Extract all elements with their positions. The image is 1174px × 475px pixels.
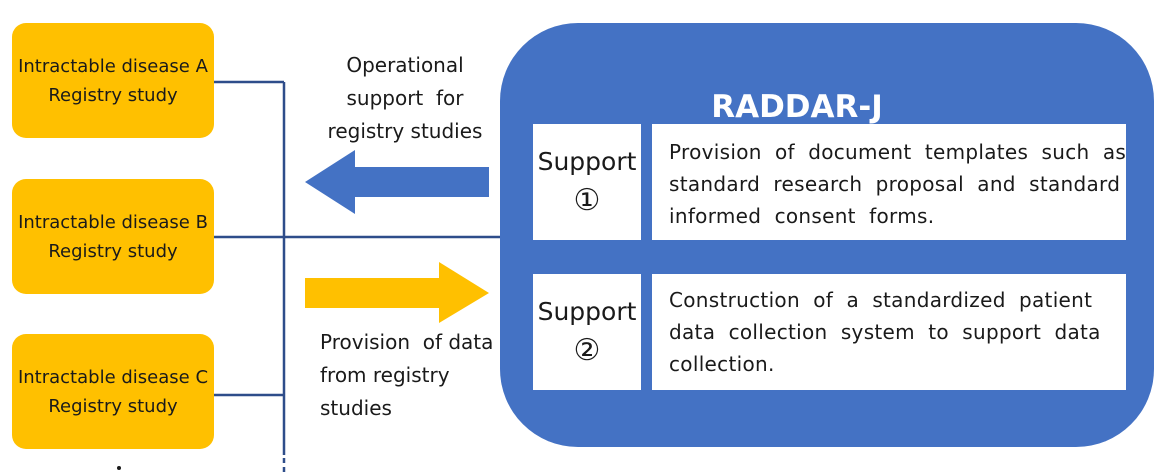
support-1-number: ①	[573, 183, 601, 218]
support-2-label-text: Support	[537, 297, 637, 326]
registry-box-c-subtitle: Registry study	[48, 395, 178, 417]
caption-line: Provision of data	[320, 330, 494, 354]
data-arrow-right	[305, 262, 489, 323]
registry-box-b-title: Intractable disease B	[18, 211, 208, 233]
raddar-title: RADDAR-J	[711, 89, 883, 125]
caption-line: studies	[320, 396, 392, 420]
description-line: Construction of a standardized patient	[669, 288, 1093, 312]
registry-box-c-title: Intractable disease C	[17, 366, 209, 388]
registry-box-b-subtitle: Registry study	[48, 240, 178, 262]
caption-line: Operational	[346, 53, 464, 77]
caption-line: support for	[346, 86, 464, 110]
description-line: informed consent forms.	[669, 204, 935, 228]
ellipsis-dot	[117, 466, 121, 470]
support-1-label: Support ①	[533, 124, 641, 240]
registry-box-c: Intractable disease C Registry study	[12, 334, 214, 449]
raddar-panel: RADDAR-J Support ① Provision of document…	[500, 23, 1154, 447]
left-arrow-shape	[305, 150, 489, 214]
registry-box-a-title: Intractable disease A	[18, 55, 208, 77]
operational-support-caption: Operational support for registry studies	[320, 49, 490, 148]
description-line: standard research proposal and standard	[669, 172, 1121, 196]
right-arrow-shape	[305, 262, 489, 323]
registry-box-a-subtitle: Registry study	[48, 84, 178, 106]
support-2-description: Construction of a standardized patient d…	[652, 274, 1126, 390]
support-1-label-text: Support	[537, 147, 637, 176]
description-line: collection.	[669, 352, 775, 376]
data-provision-caption: Provision of data from registry studies	[320, 326, 500, 425]
support-2-number: ②	[573, 333, 601, 368]
registry-box-b: Intractable disease B Registry study	[12, 179, 214, 294]
support-arrow-left	[305, 150, 489, 214]
support-2-label: Support ②	[533, 274, 641, 390]
support-1-description: Provision of document templates such as …	[652, 124, 1126, 240]
caption-line: from registry	[320, 363, 450, 387]
caption-line: registry studies	[327, 119, 483, 143]
registry-box-a: Intractable disease A Registry study	[12, 23, 214, 138]
description-line: data collection system to support data	[669, 320, 1101, 344]
description-line: Provision of document templates such as	[669, 140, 1127, 164]
